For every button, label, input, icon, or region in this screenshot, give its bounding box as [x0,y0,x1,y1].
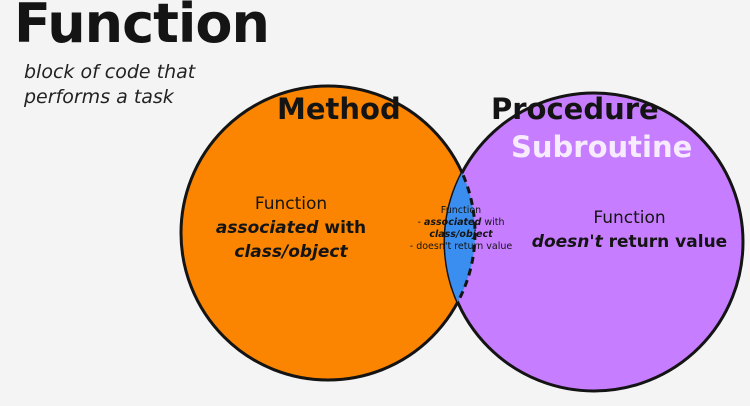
definition-text: block of code that performs a task [24,60,195,110]
method-heading: Method [277,92,401,126]
procedure-desc-line: doesn't return value [522,230,737,254]
definition-line: performs a task [24,86,174,108]
overlap-description: Function - associated with class/object … [402,205,520,253]
emphasis-text: associated [423,217,482,228]
procedure-description: Function doesn't return value [522,206,737,254]
page-title: Function [14,0,270,55]
desc-text: with [318,218,367,238]
desc-text: - [417,217,424,228]
method-desc-line: associated with [200,216,382,240]
overlap-desc-line: - associated with [402,217,520,229]
overlap-dashed-outline [445,93,477,382]
desc-text: return value [602,232,728,252]
overlap-desc-line: - doesn't return value [409,241,513,252]
method-description: Function associated with class/object [200,192,382,264]
desc-text: with [481,217,505,228]
method-desc-line: Function [254,194,328,214]
overlap-desc-line: class/object [429,229,493,240]
definition-line: block of code that [24,61,196,83]
procedure-heading: Procedure [491,92,659,126]
subroutine-heading: Subroutine [511,130,693,164]
method-desc-line: class/object [234,242,348,262]
procedure-desc-line: Function [593,208,666,228]
overlap-desc-line: Function [440,205,482,216]
emphasis-text: associated [215,218,319,238]
emphasis-text: doesn't [531,232,603,252]
